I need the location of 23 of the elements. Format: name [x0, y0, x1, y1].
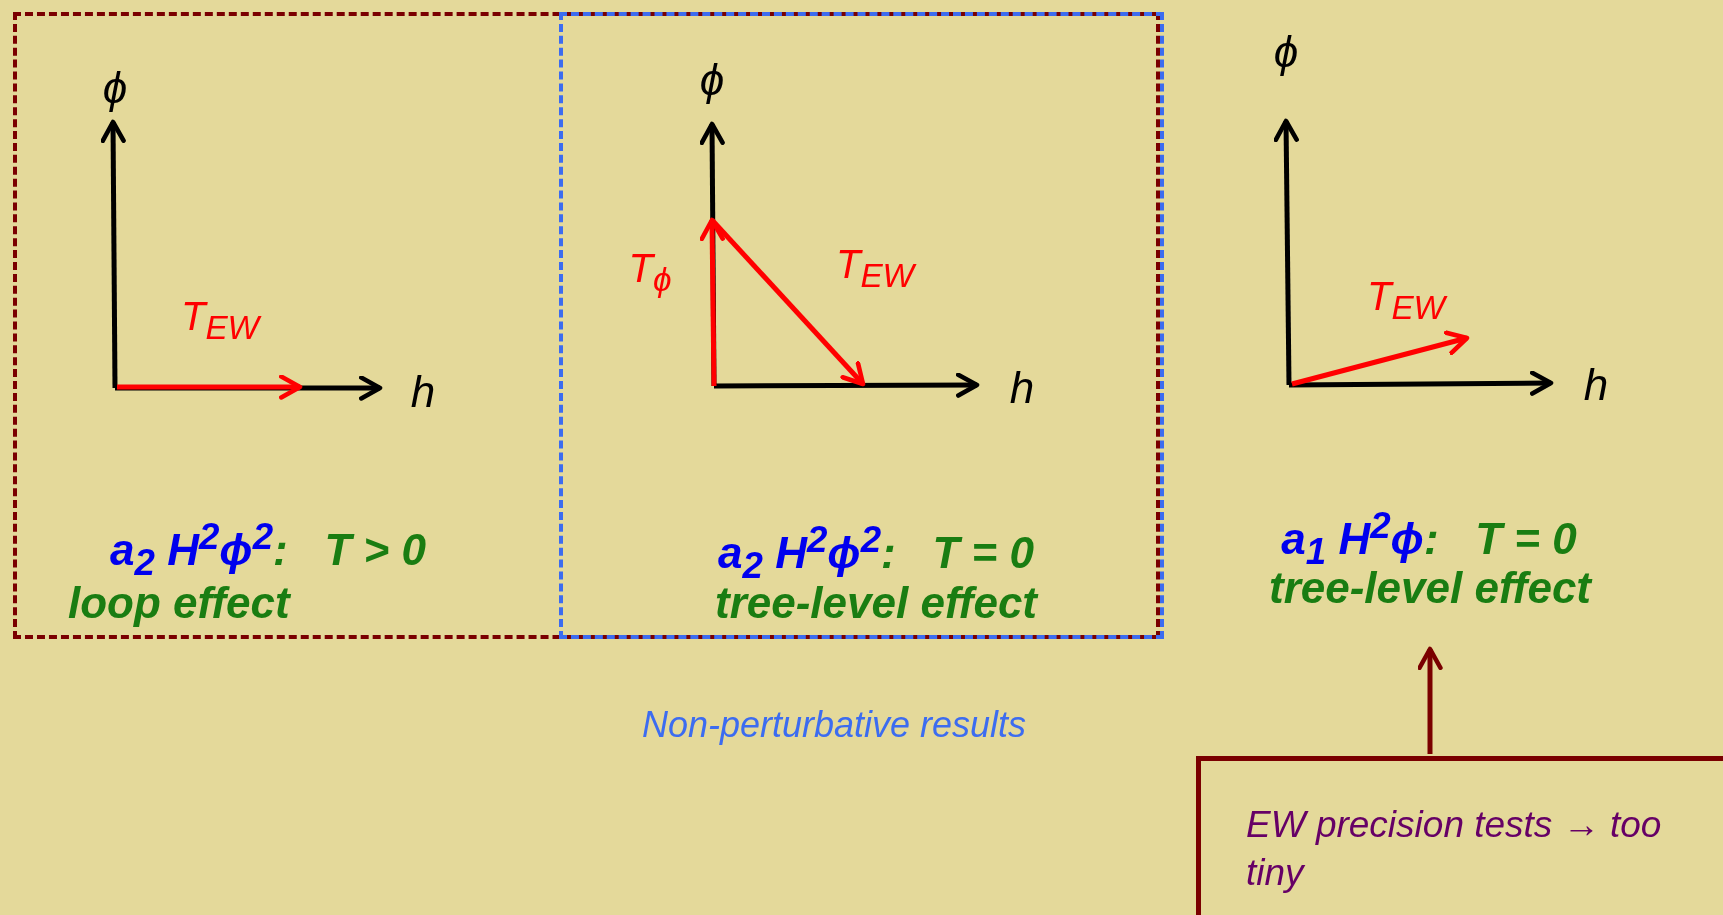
vector-label: T$_{EW}$: [180, 295, 260, 345]
condition-text: : T = 0: [881, 527, 1034, 577]
axis-label: h: [410, 370, 436, 414]
effect-text: tree-level effect: [715, 578, 1037, 628]
axis-label: h: [1009, 366, 1035, 410]
arrow: [1417, 646, 1443, 754]
axis-label: ϕ: [699, 58, 725, 102]
note-text: EW precision tests → too tiny: [1246, 803, 1663, 896]
axis-label: ϕ: [1273, 30, 1299, 74]
formula-text: a$_{2}$ H$^{2}$ϕ$^{2}$: [110, 524, 274, 574]
condition-text: : T > 0: [273, 524, 426, 574]
condition-text: : T = 0: [1423, 513, 1577, 563]
effect-text: loop effect: [68, 578, 290, 628]
effect-text: tree-level effect: [1269, 563, 1591, 613]
axis-label: h: [1583, 363, 1609, 407]
vector-label: T$_{EW}$: [1366, 275, 1446, 325]
note-box: [1196, 756, 1723, 915]
formula-text: a$_{2}$ H$^{2}$ϕ$^{2}$: [718, 527, 882, 577]
axis-label: ϕ: [102, 66, 128, 110]
caption-text: Non-perturbative results: [641, 704, 1027, 746]
vector-label: T$_{ϕ}$: [628, 247, 672, 297]
formula-text: a$_{1}$ H$^{2}$ϕ: [1281, 513, 1424, 563]
vector-label: T$_{EW}$: [835, 243, 915, 293]
